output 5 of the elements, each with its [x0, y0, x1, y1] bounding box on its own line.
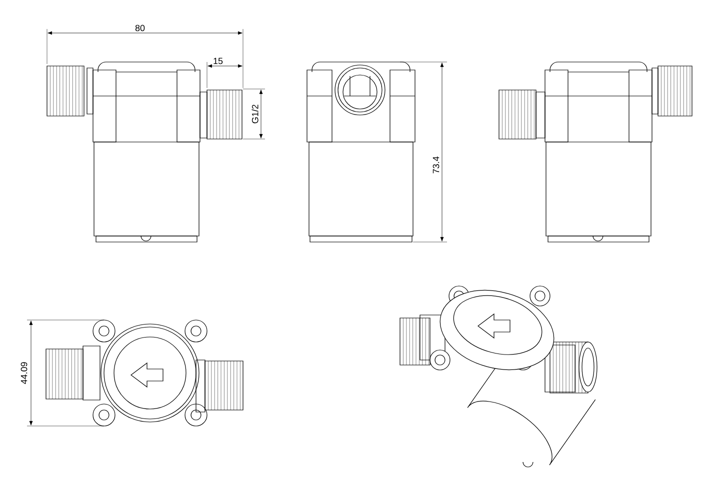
dimension-text: 44.09 [20, 360, 28, 386]
dimension-text: 15 [212, 56, 224, 66]
dimension-text: 73.4 [432, 155, 440, 175]
dimension-text: 80 [134, 24, 146, 32]
dimension-text: G1/2 [250, 103, 260, 125]
